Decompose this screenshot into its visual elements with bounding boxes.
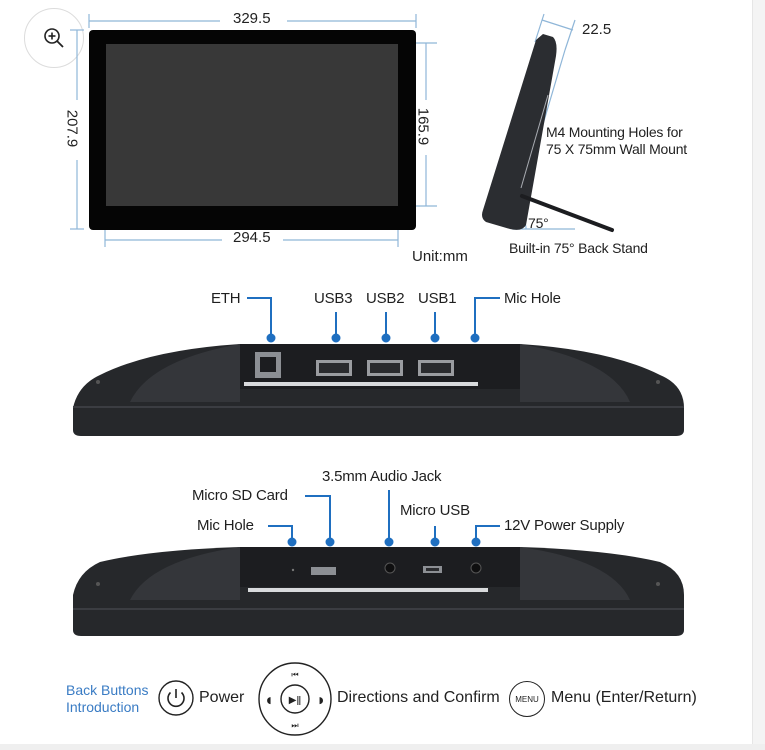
port-label-usb1: USB1: [418, 290, 457, 307]
screen: [106, 44, 398, 206]
svg-text:◗: ◗: [319, 696, 324, 706]
port-label-usb3: USB3: [314, 290, 353, 307]
stand-note: Built-in 75° Back Stand: [509, 240, 648, 256]
unit-label: Unit:mm: [412, 248, 468, 265]
mounting-note-line2: 75 X 75mm Wall Mount: [546, 141, 687, 157]
svg-text:▶ǁ: ▶ǁ: [289, 695, 302, 706]
angle-label: 75°: [528, 215, 549, 231]
zoom-in-icon: [44, 28, 64, 48]
power-icon: [158, 680, 194, 716]
bottom-ports-drawing: [73, 490, 684, 636]
svg-text:◖: ◖: [267, 696, 272, 706]
mounting-note-line1: M4 Mounting Holes for: [546, 124, 683, 140]
port-label-audio-jack: 3.5mm Audio Jack: [322, 468, 442, 485]
outer-width-label: 329.5: [233, 10, 271, 27]
bottom-edge: [0, 744, 765, 750]
menu-icon: MENU: [509, 681, 545, 717]
power-label: Power: [199, 689, 245, 706]
port-label-usb2: USB2: [366, 290, 405, 307]
port-label-power-supply: 12V Power Supply: [504, 517, 625, 534]
port-label-eth: ETH: [211, 290, 241, 307]
back-buttons-title: Back Buttons Introduction: [66, 682, 149, 715]
port-label-micro-sd: Micro SD Card: [192, 487, 288, 504]
side-view-drawing: [482, 13, 614, 232]
port-label-mic-hole: Mic Hole: [197, 517, 254, 534]
svg-text:⏭: ⏭: [291, 721, 298, 730]
scrollbar-track[interactable]: [752, 0, 765, 750]
top-ports-drawing: [73, 297, 684, 436]
directions-label: Directions and Confirm: [337, 689, 500, 706]
screen-height-label: 165.9: [414, 107, 432, 146]
zoom-in-button[interactable]: [24, 8, 84, 68]
menu-label: Menu (Enter/Return): [551, 689, 697, 706]
front-dimension-lines: [70, 14, 437, 247]
dpad-icon: ▶ǁ ⏮ ⏭ ◖ ◗: [258, 662, 332, 736]
screen-width-label: 294.5: [233, 229, 271, 246]
outer-height-label: 207.9: [63, 109, 81, 148]
svg-text:⏮: ⏮: [291, 670, 298, 679]
port-label-mic-hole: Mic Hole: [504, 290, 561, 307]
depth-label: 22.5: [582, 21, 612, 38]
port-label-micro-usb: Micro USB: [400, 502, 470, 519]
